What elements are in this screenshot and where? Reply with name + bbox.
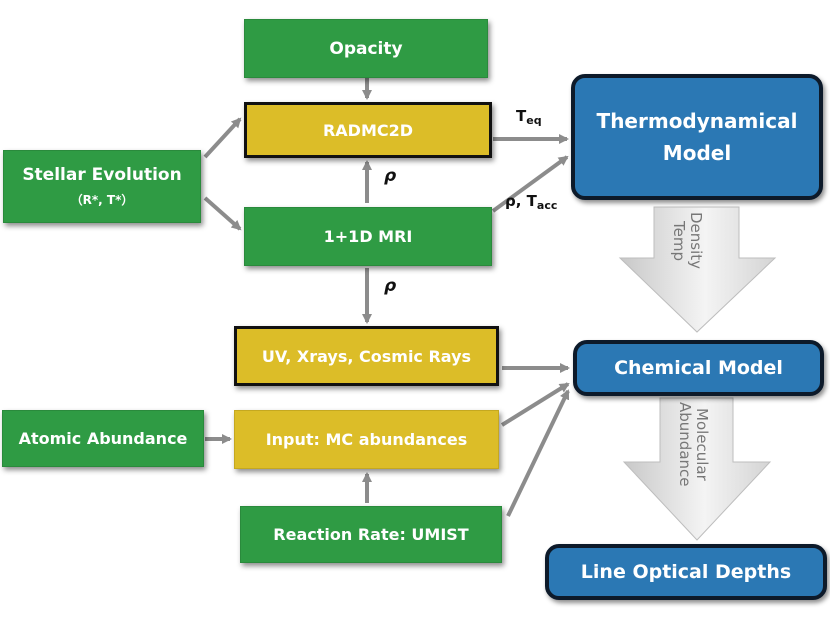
mri-node: 1+1D MRI [244, 207, 492, 266]
arrow-input-to-chemical [500, 382, 570, 427]
radmc2d-node: RADMC2D [244, 102, 492, 158]
tacc-subscript: acc [536, 199, 558, 212]
molecular-abundance-label: Molecular Abundance [676, 402, 711, 487]
density-temp-label: Density Temp [670, 212, 705, 270]
input-mc-node: Input: MC abundances [234, 410, 499, 469]
uv-xrays-label: UV, Xrays, Cosmic Rays [261, 346, 472, 366]
radmc2d-label: RADMC2D [322, 120, 414, 140]
big-arrow-thermo-to-chemical [618, 206, 777, 333]
mri-label: 1+1D MRI [323, 227, 413, 246]
reaction-rate-label: Reaction Rate: UMIST [273, 525, 469, 544]
line-optical-depths-label: Line Optical Depths [580, 561, 792, 583]
atomic-abundance-label: Atomic Abundance [18, 429, 188, 448]
arrow-mri-to-thermo [491, 155, 569, 213]
big-arrow-chemical-to-line [622, 397, 772, 541]
line-optical-depths-node: Line Optical Depths [545, 544, 827, 600]
opacity-label: Opacity [329, 38, 403, 59]
thermo-model-label: Thermodynamical Model [596, 109, 798, 165]
reaction-rate-node: Reaction Rate: UMIST [240, 506, 502, 563]
atomic-abundance-node: Atomic Abundance [2, 410, 204, 467]
opacity-node: Opacity [244, 19, 488, 78]
thermo-model-node: Thermodynamical Model [571, 74, 823, 200]
rho-tacc-text: ρ, T [505, 192, 537, 210]
uv-xrays-node: UV, Xrays, Cosmic Rays [234, 326, 499, 386]
arrow-stellar-to-radmc2d [203, 117, 242, 159]
input-mc-label: Input: MC abundances [265, 430, 468, 449]
teq-subscript: eq [526, 114, 542, 127]
stellar-evolution-label: Stellar Evolution [22, 165, 182, 185]
teq-text: T [516, 107, 527, 125]
chemical-model-node: Chemical Model [573, 340, 824, 396]
arrow-stellar-to-mri [203, 196, 242, 231]
chemical-model-label: Chemical Model [614, 357, 783, 379]
stellar-params-label: （R*, T*） [70, 193, 134, 207]
arrow-reaction-to-chemical [506, 389, 570, 517]
stellar-evolution-node: Stellar Evolution （R*, T*） [3, 150, 201, 223]
rho-up-label: ρ [384, 166, 397, 186]
teq-label: Teq [516, 107, 542, 127]
rho-down-label: ρ [384, 276, 397, 296]
rho-tacc-label: ρ, Tacc [505, 192, 557, 212]
